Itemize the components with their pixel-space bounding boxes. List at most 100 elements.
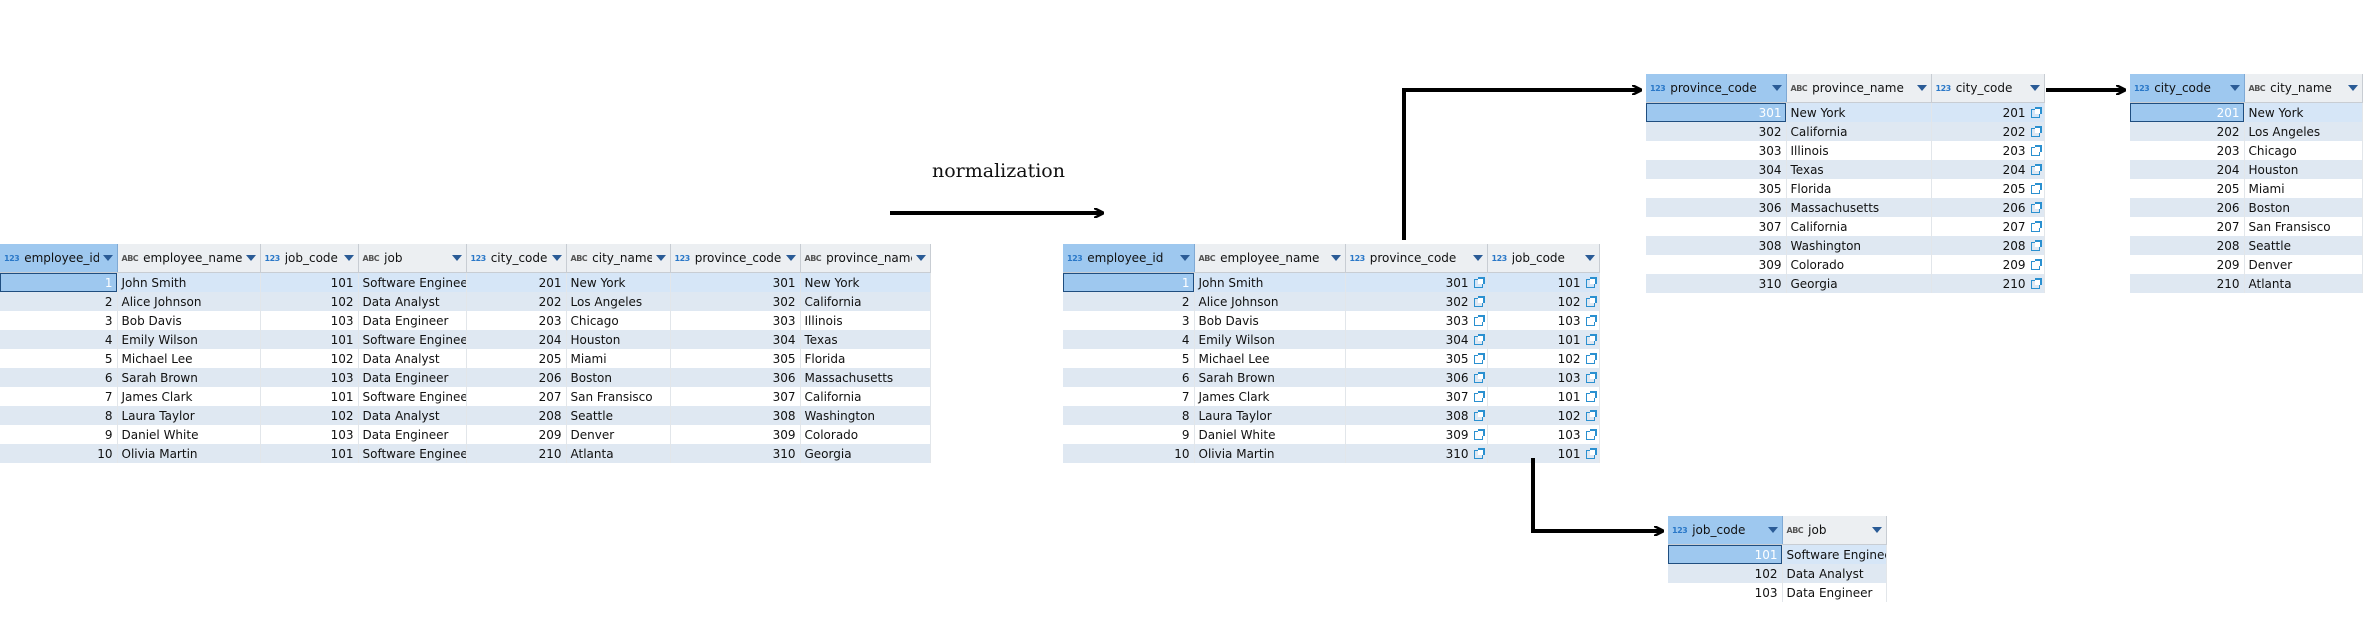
external-link-icon[interactable] xyxy=(1473,352,1485,364)
table-cell[interactable]: Houston xyxy=(566,330,671,349)
table-cell[interactable]: 7 xyxy=(1063,387,1195,406)
table-cell[interactable]: 102 xyxy=(260,406,359,425)
table-cell[interactable]: 306 xyxy=(670,368,801,387)
sort-dropdown-icon[interactable] xyxy=(1767,527,1778,533)
table-cell[interactable]: 102 xyxy=(260,292,359,311)
table-cell[interactable]: 304 xyxy=(1345,330,1488,349)
table-cell[interactable]: Houston xyxy=(2244,160,2363,179)
table-cell[interactable]: 4 xyxy=(1063,330,1195,349)
sort-dropdown-icon[interactable] xyxy=(1871,527,1882,533)
table-cell[interactable]: 208 xyxy=(2130,236,2245,255)
table-cell[interactable]: John Smith xyxy=(1194,272,1346,292)
table-cell[interactable]: 201 xyxy=(1931,102,2045,122)
table-cell[interactable]: 101 xyxy=(1487,387,1600,406)
table-cell[interactable]: Daniel White xyxy=(1194,425,1346,444)
table-cell[interactable]: Michael Lee xyxy=(1194,349,1346,368)
table-cell[interactable]: 209 xyxy=(1931,255,2045,274)
table-cell[interactable]: 303 xyxy=(670,311,801,330)
table-cell[interactable]: Data Analyst xyxy=(358,406,467,425)
table-cell[interactable]: 102 xyxy=(1668,564,1783,583)
table-cell[interactable]: 101 xyxy=(1487,330,1600,349)
table-cell[interactable]: 204 xyxy=(2130,160,2245,179)
table-cell[interactable]: 209 xyxy=(2130,255,2245,274)
table-cell[interactable]: 6 xyxy=(0,368,118,387)
table-cell[interactable]: 101 xyxy=(260,330,359,349)
table-cell[interactable]: Atlanta xyxy=(566,444,671,463)
sort-dropdown-icon[interactable] xyxy=(1771,85,1782,91)
table-cell[interactable]: Olivia Martin xyxy=(1194,444,1346,463)
sort-dropdown-icon[interactable] xyxy=(785,255,796,261)
table-cell[interactable]: 206 xyxy=(466,368,567,387)
table-cell[interactable]: 207 xyxy=(2130,217,2245,236)
external-link-icon[interactable] xyxy=(1585,428,1597,440)
table-cell[interactable]: Data Engineer xyxy=(358,425,467,444)
table-cell[interactable]: 202 xyxy=(1931,122,2045,141)
table-cell[interactable]: Seattle xyxy=(566,406,671,425)
table-cell[interactable]: Georgia xyxy=(1786,274,1932,293)
table-cell[interactable]: Data Analyst xyxy=(358,292,467,311)
table-cell[interactable]: 201 xyxy=(466,272,567,292)
table-cell[interactable]: 301 xyxy=(1646,102,1787,122)
sort-dropdown-icon[interactable] xyxy=(1584,255,1595,261)
table-cell[interactable]: New York xyxy=(1786,102,1932,122)
external-link-icon[interactable] xyxy=(2030,182,2042,194)
table-cell[interactable]: 303 xyxy=(1345,311,1488,330)
external-link-icon[interactable] xyxy=(2030,163,2042,175)
table-cell[interactable]: Bob Davis xyxy=(117,311,261,330)
table-cell[interactable]: Colorado xyxy=(1786,255,1932,274)
table-cell[interactable]: Massachusetts xyxy=(1786,198,1932,217)
table-cell[interactable]: 207 xyxy=(466,387,567,406)
external-link-icon[interactable] xyxy=(1585,371,1597,383)
sort-dropdown-icon[interactable] xyxy=(2229,85,2240,91)
table-cell[interactable]: Software Engineer xyxy=(1782,544,1887,564)
table-cell[interactable]: New York xyxy=(2244,102,2363,122)
table-cell[interactable]: 301 xyxy=(1345,272,1488,292)
table-cell[interactable]: Boston xyxy=(566,368,671,387)
table-cell[interactable]: Data Analyst xyxy=(1782,564,1887,583)
table-cell[interactable]: Denver xyxy=(566,425,671,444)
table-cell[interactable]: California xyxy=(1786,122,1932,141)
table-cell[interactable]: Washington xyxy=(1786,236,1932,255)
table-cell[interactable]: Laura Taylor xyxy=(1194,406,1346,425)
table-cell[interactable]: 305 xyxy=(670,349,801,368)
table-cell[interactable]: 103 xyxy=(1487,368,1600,387)
table-cell[interactable]: 202 xyxy=(466,292,567,311)
table-cell[interactable]: 205 xyxy=(2130,179,2245,198)
table-cell[interactable]: San Fransisco xyxy=(2244,217,2363,236)
table-cell[interactable]: Chicago xyxy=(2244,141,2363,160)
table-cell[interactable]: 305 xyxy=(1345,349,1488,368)
table-cell[interactable]: 6 xyxy=(1063,368,1195,387)
external-link-icon[interactable] xyxy=(2030,239,2042,251)
table-cell[interactable]: 310 xyxy=(1345,444,1488,463)
external-link-icon[interactable] xyxy=(1473,390,1485,402)
table-cell[interactable]: 9 xyxy=(1063,425,1195,444)
table-cell[interactable]: 103 xyxy=(260,311,359,330)
table-cell[interactable]: Seattle xyxy=(2244,236,2363,255)
table-cell[interactable]: 8 xyxy=(1063,406,1195,425)
table-cell[interactable]: 302 xyxy=(1345,292,1488,311)
